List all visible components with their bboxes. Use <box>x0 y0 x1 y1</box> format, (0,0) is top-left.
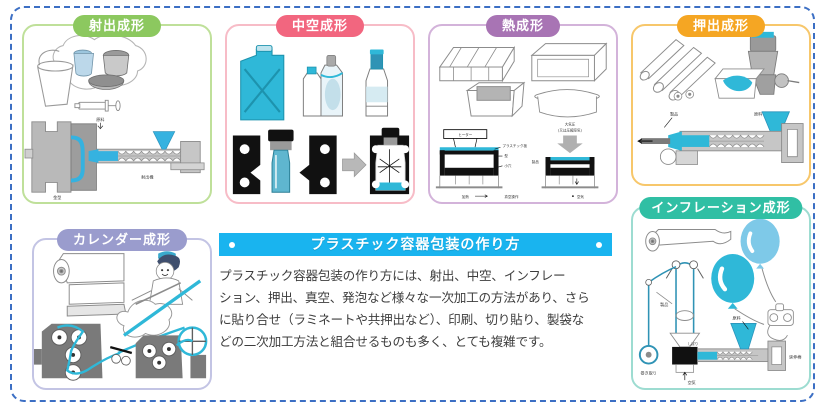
panel-calender-diagram <box>34 240 210 388</box>
info-body-line: どの二次加工方法と組合せるものも多く、とても複雑です。 <box>219 335 552 349</box>
panel-injection-molding: 原料 <box>22 15 212 204</box>
label-raw-material: 原料 <box>96 116 104 122</box>
outer-dashed-frame <box>10 6 815 402</box>
info-body-line: ション、押出、真空、発泡など様々な一次加工の方法があり、さら <box>219 291 590 305</box>
panel-extrusion-header: 押出成形 <box>676 15 766 37</box>
panel-inflation-diagram: 製品 巻き取り しぼり 空気 <box>633 208 809 388</box>
info-card: プラスチック容器包装の作り方 プラスチック容器包装の作り方には、射出、中空、イン… <box>219 233 612 373</box>
label-compressed-air-note: (又は圧縮空気) <box>558 128 582 133</box>
panel-calender-header: カレンダー成形 <box>56 229 188 251</box>
panel-extrusion-molding: 製品 原料 <box>631 15 811 186</box>
info-card-title-bar: プラスチック容器包装の作り方 <box>219 233 612 256</box>
panel-thermo-diagram: ヒーター プラスチック板 型 小穴 大気圧 (又は圧縮空気) <box>430 26 616 202</box>
label-winder: 巻き取り <box>640 369 656 375</box>
panel-inflation-header: インフレーション成形 <box>639 197 803 219</box>
info-card-title-text: プラスチック容器包装の作り方 <box>310 236 521 252</box>
label-raw-material: 原料 <box>733 315 741 321</box>
info-card-body: プラスチック容器包装の作り方には、射出、中空、インフレー ション、押出、真空、発… <box>219 265 612 353</box>
panel-inflation-molding: 製品 巻き取り しぼり 空気 <box>631 197 811 390</box>
info-body-line: に貼り合せ（ラミネートや共押出など）、印刷、切り貼り、製袋な <box>219 313 585 327</box>
label-product: 製品 <box>532 159 540 164</box>
panel-blow-header: 中空成形 <box>275 15 365 37</box>
panel-calender-molding: カレンダー成形 <box>32 229 212 390</box>
panel-thermoforming: ヒーター プラスチック板 型 小穴 大気圧 (又は圧縮空気) <box>428 15 618 204</box>
label-heating: 加熱 <box>462 194 470 199</box>
label-product: 製品 <box>670 111 678 117</box>
panel-extrusion-diagram: 製品 原料 <box>633 26 809 184</box>
info-body-line: プラスチック容器包装の作り方には、射出、中空、インフレー <box>219 269 566 283</box>
label-mold: 金型 <box>53 194 61 200</box>
label-air: 空気 <box>688 379 696 385</box>
label-raw-material: 原料 <box>754 111 762 117</box>
label-product: 製品 <box>660 301 668 307</box>
panel-injection-header: 射出成形 <box>72 15 162 37</box>
label-vacuum-operation: 真空操作 <box>504 194 519 199</box>
label-mold-kata: 型 <box>504 153 508 158</box>
panel-injection-diagram: 原料 <box>24 26 210 202</box>
label-stretch-rod: 延伸棒 <box>789 354 801 360</box>
label-injection-machine: 射出機 <box>141 174 153 180</box>
label-air: 空気 <box>577 194 585 199</box>
title-dot-left-icon <box>229 242 235 248</box>
label-small-hole: 小穴 <box>504 163 512 168</box>
label-plastic-sheet: プラスチック板 <box>502 143 527 148</box>
title-dot-right-icon <box>596 242 602 248</box>
label-heater: ヒーター <box>458 132 473 137</box>
panel-thermo-header: 熱成形 <box>485 15 561 37</box>
label-atmospheric-pressure: 大気圧 <box>565 122 576 127</box>
label-shibori: しぼり <box>688 341 699 346</box>
panel-blow-diagram <box>227 26 413 202</box>
panel-blow-molding: 中空成形 <box>225 15 415 204</box>
